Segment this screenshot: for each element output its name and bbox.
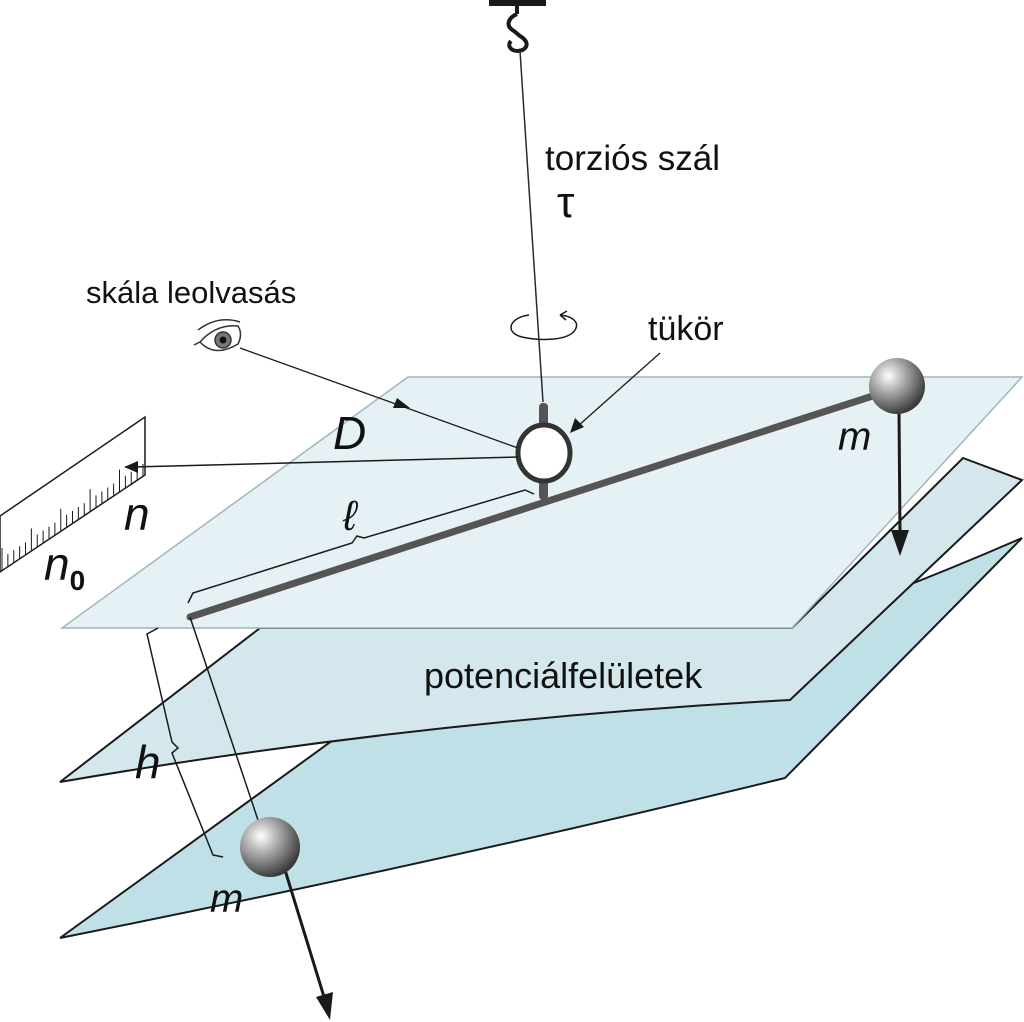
eye-icon [193,319,242,352]
bottom-mass-force-arrow [283,869,327,1001]
light-ray [131,456,519,468]
viewing-line-arrowhead [393,398,410,408]
potential-surfaces-label: potenciálfelületek [424,655,703,696]
height-label: h [135,736,161,788]
distance-label: D [333,407,366,459]
mass-right-label: m [838,415,871,459]
scale-n0-subscript: 0 [70,565,86,596]
mirror [515,422,573,484]
rotation-arrow-icon [510,310,578,341]
potential-surface-middle [59,456,1024,783]
mirror-stem-top [539,403,548,427]
torsion-fiber [519,50,544,403]
mirror-pointer [577,352,661,427]
mirror-pointer-arrowhead [570,418,584,433]
fiber-label: torziós szál [545,139,720,178]
mass-bottom [240,817,300,877]
lever-label: ℓ [342,492,359,539]
tau-symbol: τ [557,178,575,227]
mass-bottom-label: m [210,877,243,921]
mirror-label: tükör [648,310,724,348]
hook-icon [489,0,546,54]
scale-reading-label: skála leolvasás [86,275,296,310]
right-mass-force-arrow [897,409,902,536]
mirror-stem-bottom [539,478,548,500]
lever-brace [187,489,535,604]
scale-n0-label: n0 [44,538,85,596]
balance-beam [186,388,889,621]
height-brace [146,627,224,858]
scale-n-label: n [124,488,150,540]
viewing-line [239,347,519,449]
lower-mass-hanger [189,616,261,827]
reading-scale [0,415,146,573]
light-ray-arrowhead [124,461,138,473]
mass-right [869,358,925,414]
bottom-mass-arrowhead [316,992,333,1020]
right-mass-arrowhead [891,530,909,556]
